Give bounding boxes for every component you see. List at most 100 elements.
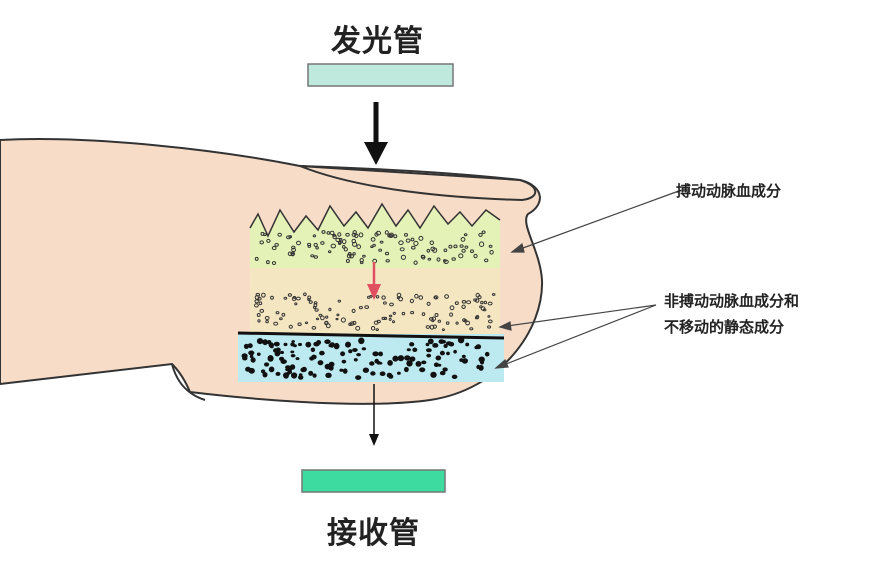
speckle — [256, 313, 261, 317]
speckle — [291, 340, 296, 343]
speckle — [320, 315, 325, 321]
speckle — [298, 375, 304, 380]
speckle — [271, 261, 277, 266]
speckle — [412, 347, 418, 352]
speckle — [409, 298, 414, 304]
speckle — [414, 293, 419, 299]
speckle — [329, 230, 335, 236]
speckle — [445, 321, 450, 325]
speckle — [459, 244, 464, 248]
speckle — [482, 308, 487, 312]
speckle — [434, 313, 439, 317]
speckle — [335, 317, 339, 321]
speckle — [464, 245, 469, 249]
speckle — [455, 321, 459, 325]
speckle — [341, 239, 347, 245]
speckle — [484, 351, 490, 357]
speckle — [351, 232, 357, 237]
speckle — [370, 237, 376, 242]
speckle — [296, 240, 301, 246]
nonpulsatile-label-line1: 非搏动动脉血成分和 — [664, 292, 800, 310]
speckle — [287, 251, 293, 257]
speckle — [283, 296, 288, 300]
speckle — [303, 292, 307, 297]
speckle — [457, 336, 465, 344]
speckle — [273, 348, 278, 353]
speckle — [336, 313, 340, 317]
speckle — [290, 364, 296, 370]
speckle — [274, 243, 279, 247]
speckle — [325, 372, 332, 378]
speckle — [432, 247, 438, 253]
speckle — [443, 344, 448, 348]
speckle — [291, 372, 298, 379]
speckle — [317, 360, 324, 366]
speckle — [451, 374, 458, 379]
speckle — [345, 232, 350, 237]
receiver-label: 接收管 — [327, 516, 420, 551]
speckle — [476, 364, 481, 370]
speckle — [356, 244, 362, 250]
speckle — [250, 357, 256, 363]
knuckle-crease — [171, 363, 206, 401]
speckle — [429, 240, 434, 246]
light-out-arrow — [369, 384, 379, 446]
speckle — [461, 354, 466, 359]
speckle — [298, 373, 303, 376]
speckle — [324, 339, 331, 345]
speckle — [356, 353, 361, 357]
speckle — [362, 367, 369, 373]
speckle — [279, 317, 283, 321]
speckle — [438, 339, 445, 344]
speckle — [399, 247, 405, 252]
speckle — [458, 253, 464, 259]
speckle — [349, 321, 355, 326]
speckle — [478, 232, 483, 237]
speckle — [465, 342, 470, 347]
speckle — [483, 300, 487, 305]
speckle — [325, 315, 329, 319]
speckle — [283, 342, 288, 347]
speckle — [305, 341, 312, 348]
speckle — [410, 237, 415, 242]
speckle — [465, 320, 471, 326]
speckle — [449, 312, 454, 317]
speckle — [426, 348, 432, 353]
speckle — [295, 357, 300, 361]
speckle — [413, 240, 419, 246]
speckle — [359, 258, 364, 263]
speckle — [453, 349, 457, 354]
speckle — [351, 308, 356, 313]
speckle — [401, 311, 406, 316]
speckle — [266, 260, 270, 265]
speckle — [370, 326, 376, 331]
speckle — [369, 361, 375, 366]
speckle — [335, 237, 341, 243]
speckle — [364, 305, 370, 310]
speckle — [404, 366, 409, 373]
static-dots — [241, 336, 490, 380]
speckle — [330, 343, 334, 348]
speckle — [352, 348, 358, 352]
speckle — [478, 356, 485, 363]
speckle — [421, 360, 427, 365]
speckle — [469, 327, 474, 331]
speckle — [398, 240, 404, 245]
speckle — [445, 341, 452, 346]
nonpulsatile-label-line2: 不移动的静态成分 — [664, 318, 785, 336]
speckle — [474, 316, 479, 320]
speckle — [448, 244, 453, 249]
speckle — [392, 311, 396, 315]
speckle — [274, 352, 280, 357]
speckle — [420, 254, 425, 259]
speckle — [358, 337, 365, 345]
speckle — [316, 340, 322, 345]
speckle — [411, 245, 416, 250]
speckle — [488, 319, 493, 324]
speckle — [295, 296, 301, 301]
speckle — [427, 257, 432, 261]
speckle — [375, 328, 379, 332]
speckle — [418, 295, 424, 300]
speckle — [419, 367, 426, 373]
speckle — [346, 253, 352, 259]
